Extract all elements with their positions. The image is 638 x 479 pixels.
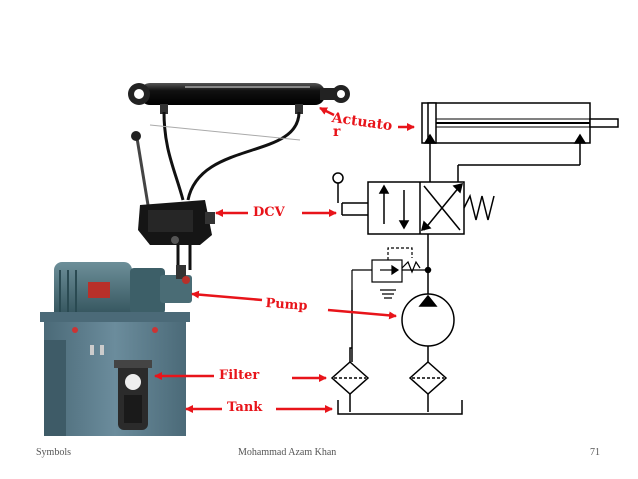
hydraulic-tank-photo (40, 312, 190, 436)
label-actuator-line2: r (333, 124, 341, 140)
double-acting-cylinder-symbol (421, 102, 619, 144)
hydraulic-cylinder-photo (128, 83, 350, 114)
filter-canister-photo (114, 360, 152, 430)
pump-symbol (401, 234, 455, 362)
filter-symbol (330, 290, 448, 412)
red-pointer-arrows (154, 106, 415, 413)
footer-left: Symbols (36, 447, 72, 458)
label-dcv: DCV (253, 205, 285, 220)
relief-valve-symbol (351, 247, 428, 299)
label-tank: Tank (227, 400, 263, 415)
hydraulic-hoses (162, 111, 301, 270)
4-3-valve-symbol (332, 172, 495, 235)
cylinder-port-lines (423, 133, 587, 182)
footer-page-number: 71 (590, 447, 600, 458)
label-pump: Pump (264, 296, 308, 314)
thin-cable (149, 124, 301, 141)
tank-symbol (337, 400, 463, 415)
dcv-valve-photo (131, 131, 215, 245)
label-filter: Filter (219, 368, 260, 383)
footer-author: Mohammad Azam Khan (238, 447, 337, 458)
electric-motor-photo (54, 262, 192, 320)
